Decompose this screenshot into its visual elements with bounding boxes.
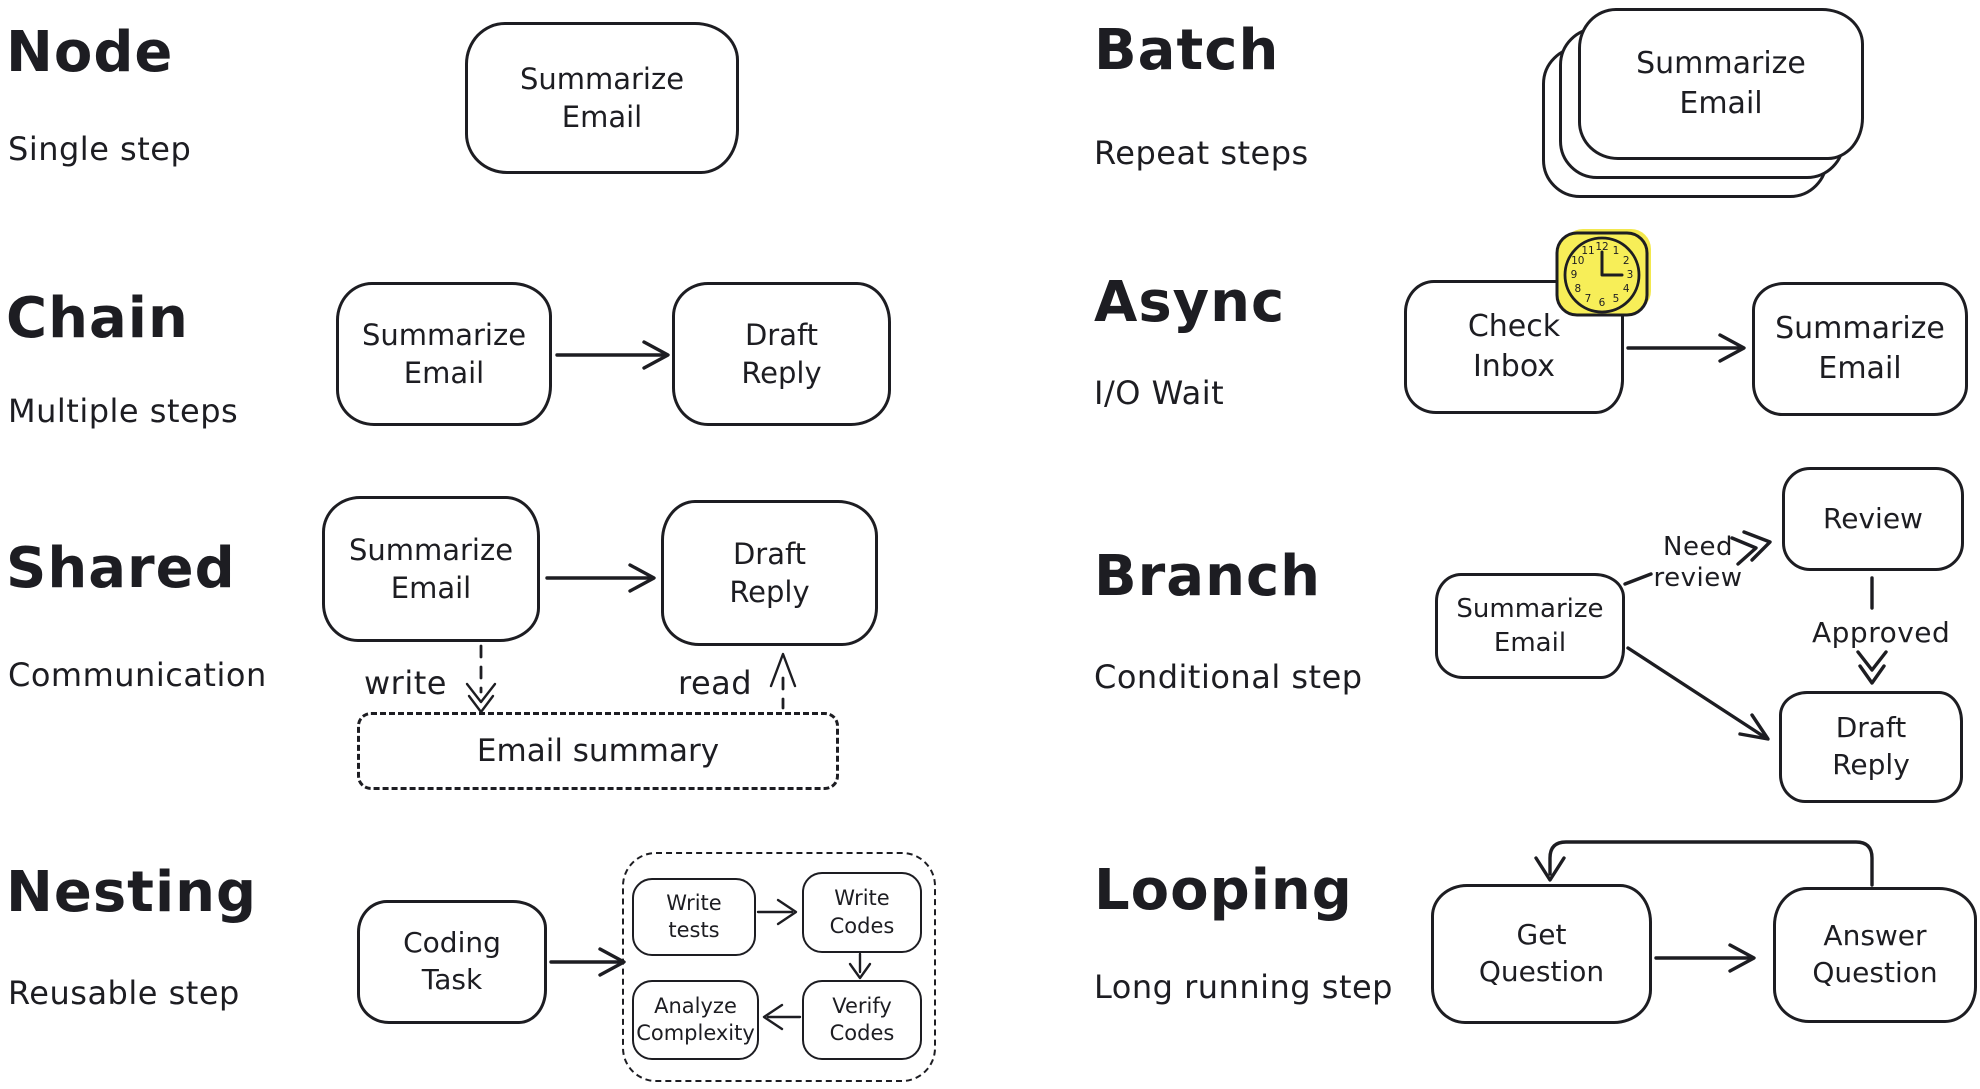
clock-number: 8 [1574,283,1581,295]
shared-write-label: write [364,664,447,702]
section-subtitle-looping: Long running step [1094,968,1393,1006]
clock-number: 7 [1585,293,1592,305]
shared-box-draft-reply: Draft Reply [661,500,878,646]
clock-face [1563,236,1641,314]
section-subtitle-node: Single step [8,130,192,168]
looping-box-get-question: Get Question [1431,884,1652,1024]
clock-number: 12 [1595,241,1608,253]
branch-need-review-dash [1623,572,1653,586]
branch-approved-label: Approved [1812,616,1951,649]
async-arrow [1626,333,1746,363]
branch-box-review: Review [1782,467,1964,571]
clock-number: 9 [1571,269,1578,281]
section-title-async: Async [1094,270,1286,335]
async-box-summarize-email: Summarize Email [1752,282,1968,416]
shared-store-email-summary: Email summary [357,712,839,790]
nesting-arrow [549,947,626,977]
branch-need-review-label: Need review [1653,532,1743,594]
clock-number: 10 [1571,255,1584,267]
looping-forward-arrow [1654,943,1756,973]
clock-number: 11 [1581,245,1594,257]
nesting-box-verify-codes: Verify Codes [802,980,922,1060]
section-title-branch: Branch [1094,544,1322,609]
section-title-chain: Chain [6,286,189,351]
clock-number: 6 [1599,297,1606,309]
node-box-summarize-email: Summarize Email [465,22,739,174]
branch-default-arrow [1626,646,1770,741]
section-subtitle-branch: Conditional step [1094,658,1363,696]
shared-read-arrow [769,652,797,710]
section-title-nesting: Nesting [6,860,258,925]
clock-number: 4 [1623,283,1630,295]
section-subtitle-async: I/O Wait [1094,374,1225,412]
section-title-batch: Batch [1094,18,1280,83]
nesting-box-analyze-complexity: Analyze Complexity [632,980,759,1060]
clock-number: 3 [1627,269,1634,281]
branch-box-draft-reply: Draft Reply [1779,691,1963,803]
shared-read-label: read [678,664,753,702]
nesting-box-write-codes: Write Codes [802,872,922,953]
chain-box-summarize-email: Summarize Email [336,282,552,426]
section-subtitle-nesting: Reusable step [8,974,240,1012]
clock-hands [1600,250,1624,277]
clock-number: 5 [1613,293,1620,305]
branch-box-summarize-email: Summarize Email [1435,573,1625,679]
clock-number: 2 [1623,255,1630,267]
section-subtitle-chain: Multiple steps [8,392,239,430]
section-subtitle-shared: Communication [8,656,267,694]
shared-write-arrow [465,644,497,714]
chain-arrow [555,340,670,370]
nesting-box-coding-task: Coding Task [357,900,547,1024]
batch-card-front: Summarize Email [1578,8,1864,160]
shared-box-summarize-email: Summarize Email [322,496,540,642]
looping-box-answer-question: Answer Question [1773,887,1977,1023]
looping-loop-back-arrow [1534,840,1874,887]
chain-box-draft-reply: Draft Reply [672,282,891,426]
section-title-looping: Looping [1094,858,1353,923]
section-subtitle-batch: Repeat steps [1094,134,1309,172]
shared-arrow [545,563,656,593]
section-title-shared: Shared [6,536,236,601]
nesting-box-write-tests: Write tests [632,878,756,956]
section-title-node: Node [6,20,174,85]
clock-number: 1 [1613,245,1620,257]
